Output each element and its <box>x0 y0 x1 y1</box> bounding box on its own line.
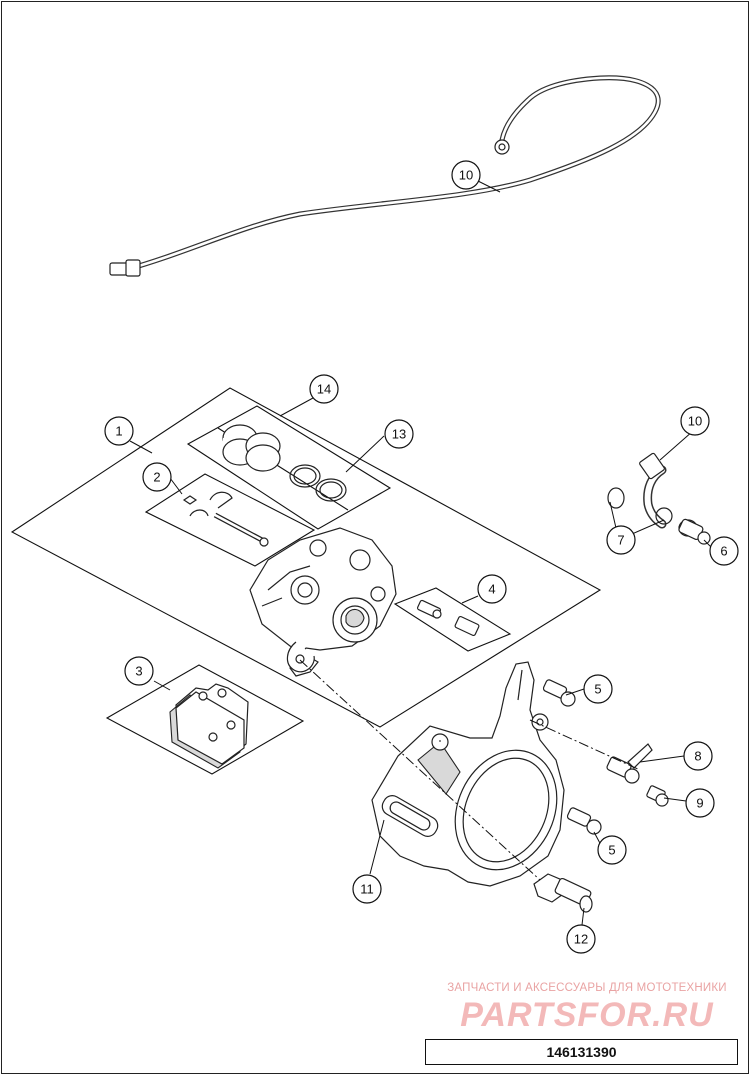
brake-hose-long <box>109 75 661 277</box>
callout-label: 4 <box>488 582 495 597</box>
callout-3: 3 <box>124 656 154 686</box>
callout-label: 3 <box>135 664 142 679</box>
callout-label: 13 <box>392 427 406 442</box>
watermark-logo: PARTSFOR.RU <box>460 996 714 1034</box>
callout-10-top: 10 <box>451 160 481 190</box>
callout-2: 2 <box>142 462 172 492</box>
brake-caliper <box>249 527 397 677</box>
bolt-upper <box>542 679 576 707</box>
callout-label: 12 <box>574 932 588 947</box>
callout-label: 10 <box>459 168 473 183</box>
callout-label: 5 <box>594 682 601 697</box>
leader-lines <box>129 174 713 926</box>
callout-7: 7 <box>606 525 636 555</box>
callout-label: 6 <box>720 544 727 559</box>
group-box-bleed-valve <box>393 587 512 652</box>
axle-bolt <box>533 873 593 913</box>
callout-14: 14 <box>309 374 339 404</box>
callout-9: 9 <box>685 788 715 818</box>
screw-nine <box>646 785 669 807</box>
bolt-lower <box>566 807 602 835</box>
callout-label: 8 <box>694 749 701 764</box>
brake-pads <box>169 683 249 769</box>
callout-label: 5 <box>608 843 615 858</box>
callout-12: 12 <box>566 924 596 954</box>
brake-hose-banjo-end <box>607 452 711 545</box>
callout-5-upper: 5 <box>583 674 613 704</box>
callout-label: 9 <box>696 796 703 811</box>
group-box-caliper-assembly <box>10 387 602 728</box>
pad-pin-and-clips <box>182 491 269 547</box>
callout-6: 6 <box>709 536 739 566</box>
callout-5-lower: 5 <box>597 835 627 865</box>
callout-label: 1 <box>115 424 122 439</box>
group-box-brake-pads <box>105 664 305 775</box>
watermark-tagline: ЗАПЧАСТИ И АКСЕССУАРЫ ДЛЯ МОТОТЕХНИКИ <box>447 982 727 994</box>
callout-label: 10 <box>688 414 702 429</box>
brake-pistons <box>222 424 281 472</box>
callout-11: 11 <box>352 874 382 904</box>
callout-8: 8 <box>683 741 713 771</box>
callout-10-right: 10 <box>680 406 710 436</box>
bleed-valve <box>416 599 480 637</box>
callout-1: 1 <box>104 416 134 446</box>
callout-label: 14 <box>317 382 331 397</box>
drawing-number-box: 146131390 <box>425 1039 738 1065</box>
piston-seals <box>289 464 347 502</box>
group-box-pad-pin <box>144 473 316 567</box>
callout-label: 7 <box>617 533 624 548</box>
bleed-adapter <box>606 743 653 784</box>
callout-label: 11 <box>360 882 374 897</box>
caliper-carrier-bracket <box>371 661 565 887</box>
callout-13: 13 <box>384 419 414 449</box>
drawing-number: 146131390 <box>546 1044 617 1060</box>
group-box-pistons-seals <box>186 405 392 530</box>
callout-label: 2 <box>153 470 160 485</box>
callout-4: 4 <box>477 574 507 604</box>
